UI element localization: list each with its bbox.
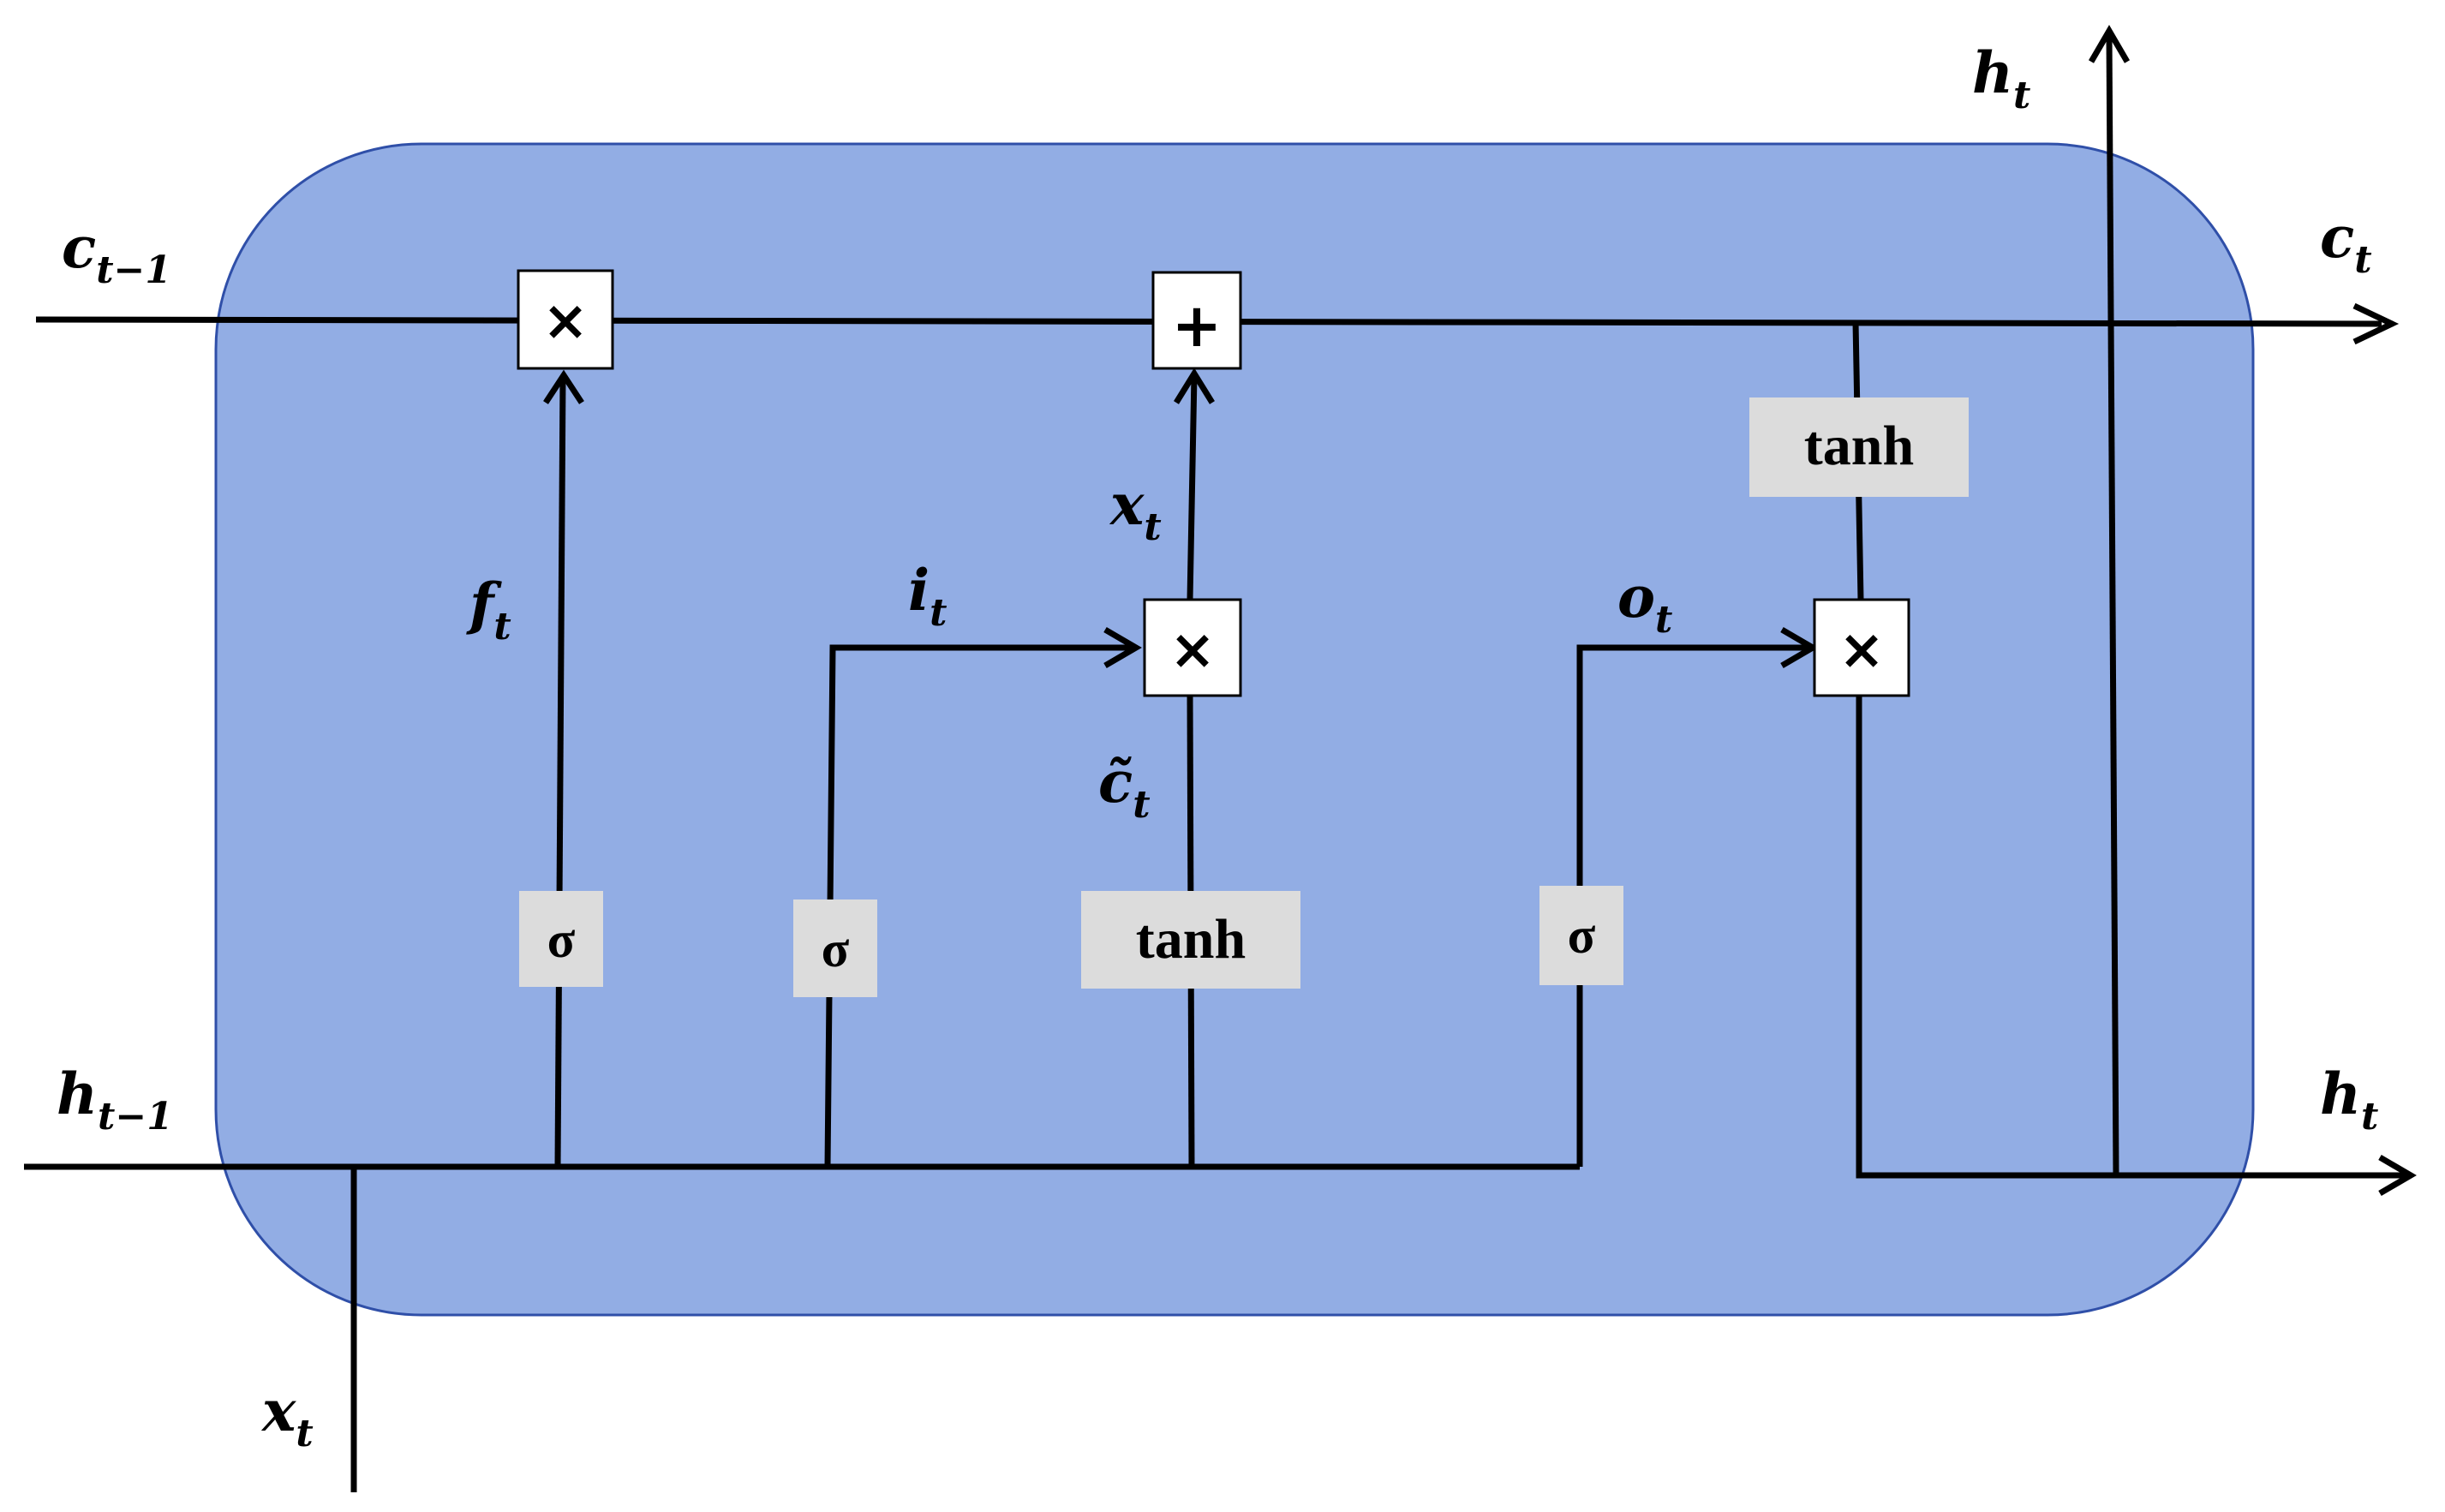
label-h-out-right: ht [2320, 1061, 2378, 1138]
sigma-output-label: σ [1568, 907, 1596, 964]
cell-add-box [1151, 271, 1242, 370]
output-multiply-symbol: × [1838, 619, 1885, 682]
input-to-add-line [1187, 374, 1198, 601]
sigma-forget-label: σ [547, 911, 576, 968]
label-h-prev: ht−1 [57, 1061, 173, 1138]
input-multiply-symbol: × [1169, 619, 1216, 682]
tanh-cell-box [1749, 397, 1969, 497]
cell-state-output-arrowhead [2352, 302, 2400, 345]
hidden-up-line [2106, 33, 2119, 1176]
label-x-add: xt [1109, 471, 1162, 549]
forget-gate-line [554, 376, 566, 1168]
output-multiply-box [1813, 598, 1910, 697]
label-x-input: xt [260, 1378, 314, 1455]
tanh-cell-label: tanh [1804, 415, 1914, 477]
sigma-forget-box [519, 891, 603, 987]
add-arrowhead [1174, 368, 1215, 404]
hidden-output-arrowhead [2378, 1154, 2417, 1197]
input-multiply-box [1143, 598, 1242, 697]
forget-multiply-box [517, 269, 614, 370]
forget-gate-arrowhead [543, 369, 584, 404]
lstm-cell-body [214, 142, 2255, 1317]
sigma-output-box [1539, 886, 1623, 985]
tanh-candidate-box [1081, 891, 1300, 989]
sigma-input-box [793, 899, 877, 997]
label-output-gate: ot [1617, 564, 1672, 642]
sigma-input-label: σ [822, 921, 850, 977]
label-c-prev: ct−1 [62, 214, 171, 292]
label-input-gate: it [908, 557, 947, 635]
output-gate-arrowhead [1780, 626, 1819, 669]
label-c-out: ct [2320, 204, 2372, 282]
label-c-tilde: c̃t [1098, 749, 1151, 827]
hidden-up-arrowhead [2088, 25, 2131, 63]
tanh-candidate-label: tanh [1136, 908, 1246, 971]
input-gate-arrowhead [1103, 626, 1142, 669]
output-gate-line [1576, 644, 1808, 1167]
cell-add-symbol: + [1172, 290, 1222, 361]
label-h-out-top: ht [1972, 39, 2030, 117]
forget-multiply-symbol: × [542, 290, 589, 353]
hidden-output-line [1856, 694, 2406, 1179]
